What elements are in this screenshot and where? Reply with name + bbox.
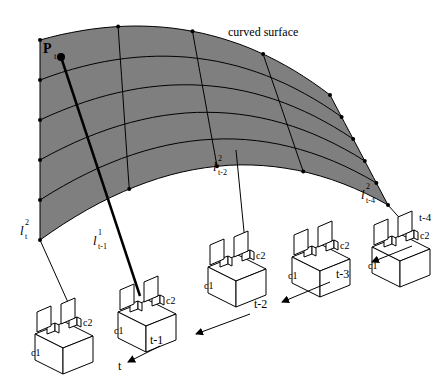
stereo-camera [35,298,93,374]
line-subscript: t-4 [366,197,375,205]
camera-label: c2 [166,296,175,306]
line-subscript: t [25,233,27,241]
surface-label: curved surface [228,26,298,38]
line-label: l [20,224,24,237]
grid-line [193,31,218,166]
curved-surface [40,26,388,240]
camera-label: c1 [31,348,40,358]
grid-dot [191,29,195,33]
camera-label: c1 [368,261,377,271]
grid-line [263,54,303,172]
line-label: l [93,234,97,247]
grid-dot [374,181,378,185]
grid-line [40,112,365,161]
time-label: t-1 [150,334,163,346]
time-arrow [196,314,250,334]
grid-line [118,27,129,190]
time-arrow [282,282,330,302]
time-arrow [128,346,160,362]
grid-dot [328,93,332,97]
time-label: t [118,360,121,372]
grid-dot [116,25,120,29]
time-label: t-4 [419,212,431,223]
stereo-camera [118,276,176,352]
camera-label: c2 [256,251,265,261]
line-superscript: 2 [218,155,222,163]
grid-dot [351,137,355,141]
grid-dot [261,52,265,56]
point-subscript: t-1 [54,52,64,61]
grid-dot [38,198,42,202]
camera-label: c2 [83,318,92,328]
grid-dot [38,118,42,122]
grid-dot [38,78,42,82]
line-superscript: 2 [366,183,370,191]
line-subscript: t-1 [98,243,107,251]
grid-dot [127,187,131,191]
grid-dot [38,158,42,162]
time-label: t-3 [336,268,349,280]
line-subscript: t-2 [218,169,227,177]
line-superscript: 1 [98,229,102,237]
camera-label: c2 [420,231,429,241]
grid-dot [301,170,305,174]
grid-dot [38,38,42,42]
time-label: t-2 [254,298,267,310]
camera-label: c2 [340,241,349,251]
point-label: P [43,42,52,56]
grid-dot [340,115,344,119]
line-label: l [361,188,365,201]
projection-line [61,57,140,296]
line-label: l [213,160,217,173]
camera-label: c1 [204,281,213,291]
camera-label: c1 [114,326,123,336]
time-arrow [372,246,412,262]
camera-label: c1 [288,271,297,281]
grid-dot [363,159,367,163]
stereo-camera [208,231,266,307]
line-superscript: 2 [25,219,29,227]
